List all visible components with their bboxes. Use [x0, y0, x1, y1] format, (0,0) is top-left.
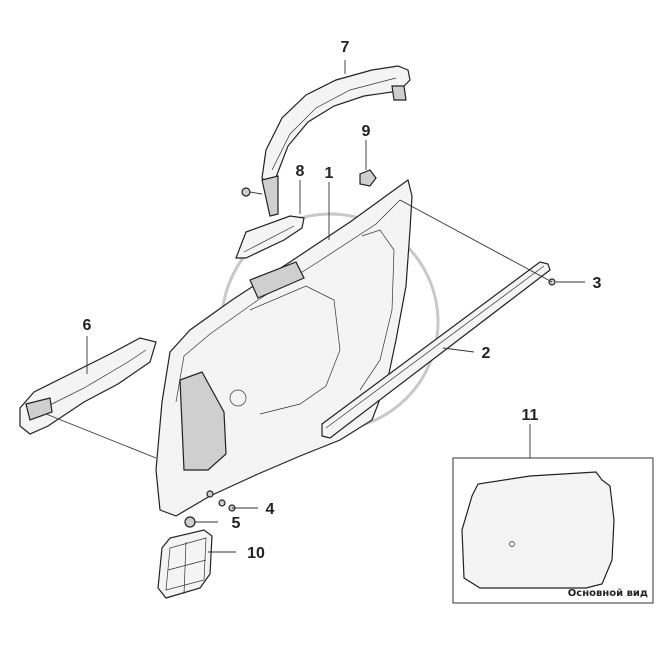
part-1-door-trim-panel — [155, 178, 413, 517]
part-4-fasteners — [206, 490, 236, 512]
callout-2: 2 — [482, 345, 491, 362]
callout-7: 7 — [341, 39, 350, 56]
screw-icon — [241, 187, 263, 197]
callout-6: 6 — [83, 317, 92, 334]
callout-3: 3 — [593, 275, 602, 292]
callout-4: 4 — [266, 501, 275, 518]
part-10-grille — [157, 529, 213, 599]
part-9-clip — [359, 169, 377, 187]
inset-view-label: Основной вид — [568, 588, 648, 599]
callout-10: 10 — [247, 545, 265, 562]
part-6-armrest — [19, 337, 157, 435]
leader-lines — [45, 60, 585, 553]
callout-9: 9 — [362, 123, 371, 140]
callout-11: 11 — [522, 407, 539, 424]
callout-1: 1 — [325, 165, 334, 182]
part-5-nut — [184, 516, 196, 528]
inset-view-11: Основной вид — [452, 457, 654, 604]
part-7-upper-frame-trim — [261, 65, 411, 217]
callout-8: 8 — [296, 163, 305, 180]
part-2-weatherstrip — [321, 261, 551, 439]
callout-5: 5 — [232, 515, 241, 532]
part-8-handle-cover — [235, 215, 305, 259]
